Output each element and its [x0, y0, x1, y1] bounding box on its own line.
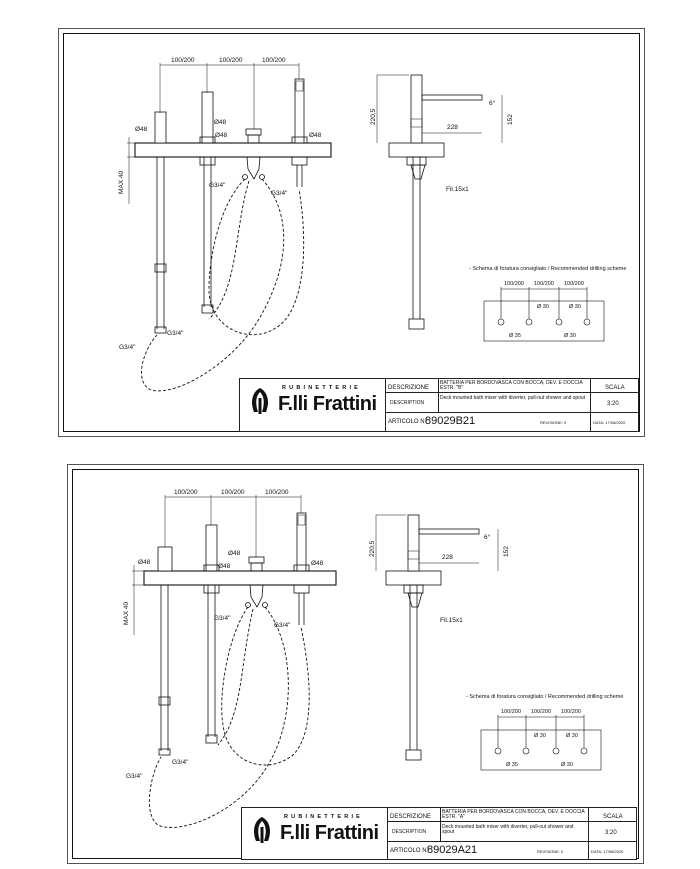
- dim-g34-d: G3/4": [126, 773, 143, 780]
- dim-g34-a: G3/4": [214, 615, 231, 622]
- drill-d30a: Ø 30: [534, 733, 546, 739]
- scala-value: 3:20: [605, 830, 617, 836]
- descrizione-text: BATTERIA PER BORDOVASCA CON BOCCA, DEV. …: [440, 380, 583, 392]
- dim-d48-a: Ø48: [138, 559, 151, 566]
- description-label: DESCRIPTION: [390, 400, 425, 406]
- dim-d48-d: Ø48: [309, 132, 322, 139]
- drill-d30c: Ø 30: [561, 762, 573, 768]
- revisione: REVISIONE: 0: [540, 420, 567, 425]
- brand-top-text: RUBINETTERIE: [282, 385, 362, 391]
- articolo-value: 89029A21: [427, 844, 478, 856]
- dim-g34-a: G3/4": [209, 182, 226, 189]
- dim-w228: 228: [442, 554, 453, 561]
- scala-label: SCALA: [603, 814, 623, 820]
- dim-g34-d: G3/4": [119, 344, 136, 351]
- drill-s2: 100/200: [534, 281, 554, 287]
- descrizione-text: BATTERIA PER BORDOVASCA CON BOCCA, DEV. …: [442, 809, 585, 821]
- brand-logo: RUBINETTERIE F.lli Frattini: [242, 808, 388, 859]
- data: DATA: 17/06/2020: [591, 849, 624, 854]
- articolo-label: ARTICOLO N°: [388, 419, 427, 425]
- drill-d30b: Ø 30: [566, 733, 578, 739]
- dim-g34-b: G3/4": [274, 622, 291, 629]
- descrizione-label: DESCRIZIONE: [390, 814, 432, 820]
- articolo-value: 89029B21: [425, 415, 476, 427]
- drill-s3: 100/200: [564, 281, 584, 287]
- drill-s1: 100/200: [504, 281, 524, 287]
- brand-top-text: RUBINETTERIE: [284, 814, 364, 820]
- brand-main-text: F.lli Frattini: [278, 393, 377, 415]
- dim-g34-b: G3/4": [271, 190, 288, 197]
- dim-h152: 152: [503, 546, 510, 557]
- technical-drawing: 100/200 100/200 100/200 Ø48 Ø48 Ø48 Ø48 …: [123, 489, 623, 828]
- dim-g34-c: G3/4": [167, 330, 184, 337]
- articolo-label: ARTICOLO N°: [390, 848, 429, 854]
- dim-w228: 228: [447, 124, 458, 131]
- dim-g34-c: G3/4": [172, 759, 189, 766]
- dim-d48-a: Ø48: [135, 126, 148, 133]
- drill-s3: 100/200: [561, 709, 581, 715]
- description-text: Deck mounted bath mixer with diverter, p…: [440, 395, 586, 401]
- dim-d48-c: Ø48: [215, 132, 228, 139]
- scala-value: 3:20: [607, 401, 619, 407]
- dim-spacing-1: 100/200: [171, 57, 195, 64]
- dim-h152: 152: [507, 114, 514, 125]
- title-block: RUBINETTERIE F.lli Frattini DESCRIZIONE …: [241, 807, 637, 860]
- dim-fil: Fil.15x1: [446, 186, 469, 193]
- dim-max40: MAX 40: [123, 601, 130, 625]
- drill-d35: Ø 35: [509, 333, 521, 339]
- dim-rotation: 6°: [484, 533, 491, 541]
- dim-spacing-3: 100/200: [262, 57, 286, 64]
- description-text: Deck mounted bath mixer with diverter, p…: [442, 824, 574, 836]
- drill-d35: Ø 35: [506, 762, 518, 768]
- dim-max40: MAX 40: [118, 170, 125, 194]
- dim-h220: 220,5: [369, 540, 376, 557]
- drill-d30b: Ø 30: [569, 304, 581, 310]
- brand-mark-icon: [254, 817, 270, 843]
- dim-fil: Fil.15x1: [440, 617, 463, 624]
- brand-mark-icon: [252, 388, 268, 414]
- dim-d48-b: Ø48: [214, 119, 227, 126]
- drill-title: - Schema di foratura consigliato / Recom…: [469, 266, 626, 272]
- dim-rotation: 6°: [489, 99, 496, 107]
- description-label: DESCRIPTION: [392, 829, 427, 835]
- drill-d30a: Ø 30: [537, 304, 549, 310]
- dim-spacing-2: 100/200: [221, 489, 245, 496]
- dim-spacing-2: 100/200: [219, 57, 243, 64]
- dim-spacing-3: 100/200: [265, 489, 289, 496]
- technical-drawing: 100/200 100/200 100/200 Ø48 Ø48 Ø48 Ø48 …: [118, 57, 626, 392]
- drill-d30c: Ø 30: [564, 333, 576, 339]
- dim-d48-d: Ø48: [311, 560, 324, 567]
- dim-spacing-1: 100/200: [174, 489, 198, 496]
- data: DATA: 17/06/2020: [593, 420, 626, 425]
- descrizione-label: DESCRIZIONE: [388, 385, 430, 391]
- brand-logo: RUBINETTERIE F.lli Frattini: [240, 379, 386, 431]
- title-block: RUBINETTERIE F.lli Frattini DESCRIZIONE …: [239, 378, 639, 432]
- revisione: REVISIONE: 0: [537, 849, 564, 854]
- dim-d48-b: Ø48: [228, 550, 241, 557]
- dim-d48-c: Ø48: [218, 563, 231, 570]
- drawing-sheet-1: 100/200 100/200 100/200 Ø48 Ø48 Ø48 Ø48 …: [58, 28, 645, 437]
- dim-h220: 220,5: [370, 108, 377, 125]
- brand-main-text: F.lli Frattini: [280, 822, 379, 844]
- drill-title: - Schema di foratura consigliato / Recom…: [466, 694, 623, 700]
- drawing-sheet-2: 100/200 100/200 100/200 Ø48 Ø48 Ø48 Ø48 …: [67, 464, 644, 864]
- drill-s1: 100/200: [501, 709, 521, 715]
- scala-label: SCALA: [605, 385, 625, 391]
- drill-s2: 100/200: [531, 709, 551, 715]
